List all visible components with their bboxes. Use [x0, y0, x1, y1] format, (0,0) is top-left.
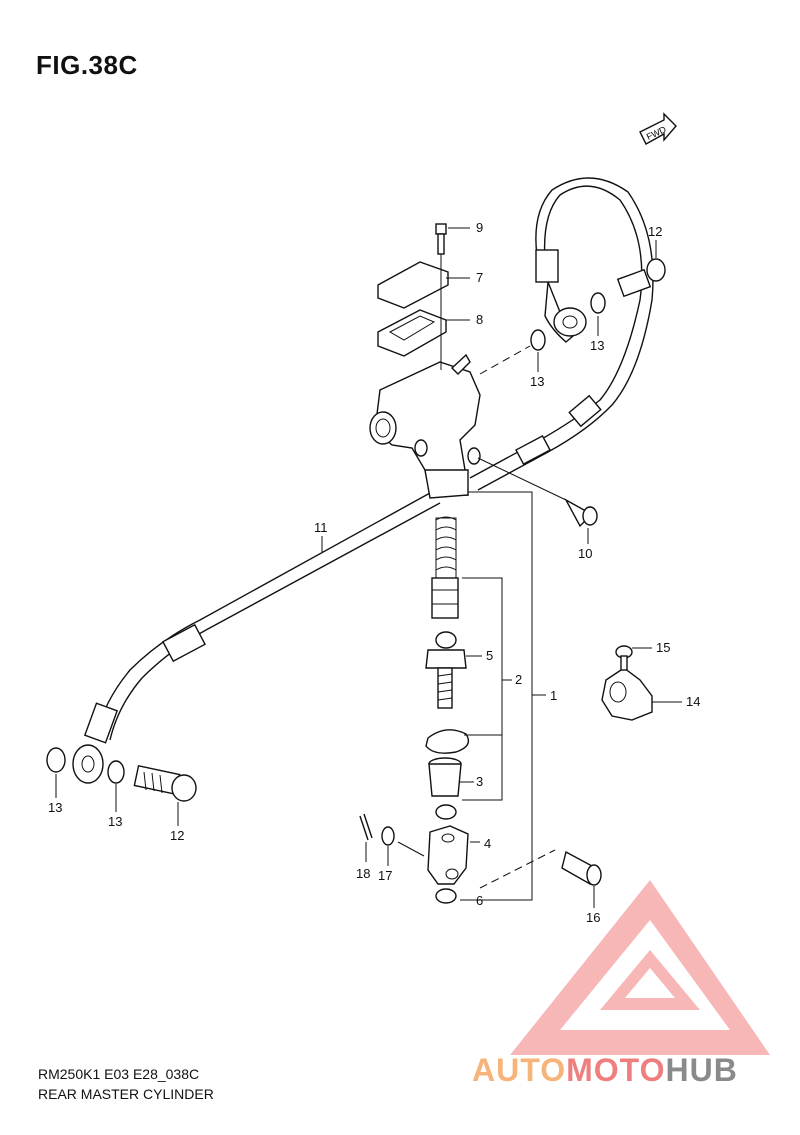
model-code: RM250K1 E03 E28_038C [38, 1066, 200, 1082]
master-cylinder-body [369, 353, 481, 499]
spring-assembly [435, 516, 457, 579]
reservoir-cap-7 [377, 261, 449, 309]
callout-12-bottom: 12 [170, 828, 185, 843]
union-bolt-12-top [616, 258, 666, 298]
callout-2: 2 [515, 672, 523, 687]
fwd-arrow-icon: FWD [639, 112, 677, 145]
diaphragm-8 [377, 309, 447, 357]
callout-10: 10 [578, 546, 593, 561]
callout-9: 9 [476, 220, 484, 235]
washer-13-bottom-right [107, 760, 125, 784]
callout-13-top-right: 13 [590, 338, 605, 353]
washer-13-top-right [590, 292, 606, 314]
nut-upper [435, 804, 457, 820]
boot-3 [428, 757, 462, 797]
callout-8: 8 [476, 312, 484, 327]
callout-6: 6 [476, 893, 484, 908]
nut-6 [435, 888, 457, 904]
washer-13-top-left [530, 329, 546, 351]
push-rod-5 [425, 631, 467, 709]
circlip [425, 729, 470, 754]
callout-1: 1 [550, 688, 558, 703]
cotter-pin-18 [359, 813, 373, 841]
figure-title: FIG.38C [36, 50, 138, 80]
clevis-pin-16 [561, 850, 602, 886]
watermark-part-auto: AUTO [472, 1052, 567, 1088]
callout-7: 7 [476, 270, 484, 285]
section-name: REAR MASTER CYLINDER [38, 1086, 214, 1102]
hose-guide-14 [601, 667, 653, 721]
washer-13-bottom-left [46, 747, 66, 773]
piston-cup [431, 577, 459, 619]
screw-9 [435, 223, 447, 255]
callout-5: 5 [486, 648, 494, 663]
watermark-logo-icon [510, 880, 770, 1055]
callout-13-top-left: 13 [530, 374, 545, 389]
screw-15 [615, 645, 633, 671]
callout-16: 16 [586, 910, 601, 925]
watermark-text: AUTOMOTOHUB [472, 1052, 738, 1089]
callout-11: 11 [314, 520, 328, 535]
washer-17 [381, 826, 395, 846]
callout-13-bottom-right: 13 [108, 814, 123, 829]
callout-12-top: 12 [648, 224, 663, 239]
callout-13-bottom-left: 13 [48, 800, 63, 815]
callout-15: 15 [656, 640, 671, 655]
leader-lines [55, 227, 682, 908]
watermark-part-hub: HUB [665, 1052, 738, 1088]
watermark-part-moto: MOTO [566, 1052, 666, 1088]
callout-3: 3 [476, 774, 484, 789]
callout-17: 17 [378, 868, 393, 883]
brake-hose-11 [72, 177, 654, 784]
callout-4: 4 [484, 836, 492, 851]
screw-10 [564, 498, 598, 528]
union-bolt-12-bottom [133, 765, 197, 802]
callout-18: 18 [356, 866, 371, 881]
callout-14: 14 [686, 694, 701, 709]
clevis-4 [427, 825, 469, 885]
